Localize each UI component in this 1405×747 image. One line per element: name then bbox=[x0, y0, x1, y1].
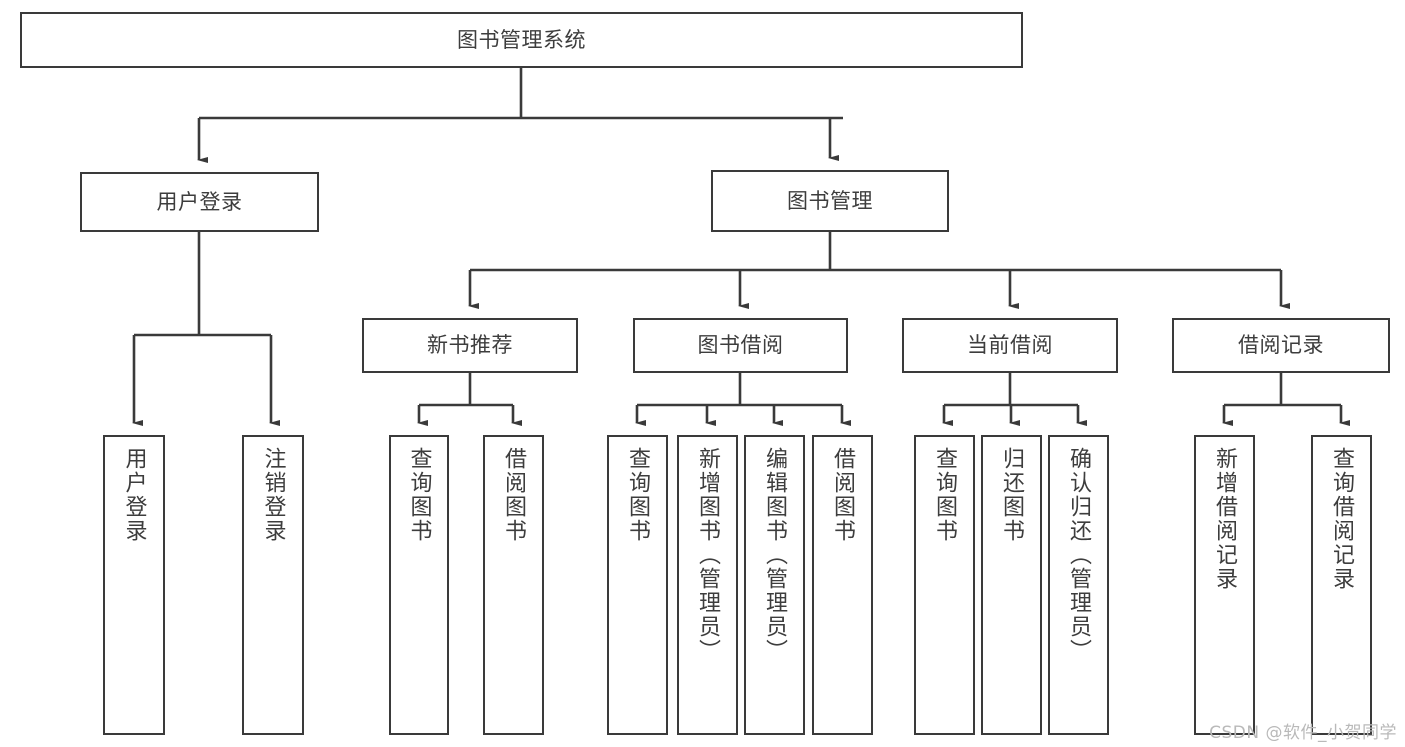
leaf-return-book-label: 归还图书 bbox=[999, 447, 1025, 543]
leaf-query-borrow-record[interactable]: 查询借阅记录 bbox=[1311, 435, 1372, 735]
leaf-add-borrow-record[interactable]: 新增借阅记录 bbox=[1194, 435, 1255, 735]
node-borrow-record-label: 借阅记录 bbox=[1238, 333, 1324, 358]
leaf-query-book-current-label: 查询图书 bbox=[932, 447, 958, 543]
leaf-borrow-book-recommend-label: 借阅图书 bbox=[501, 447, 527, 543]
watermark: CSDN @软件_小贺同学 bbox=[1209, 723, 1397, 743]
leaf-add-book-admin[interactable]: 新增图书（管理员） bbox=[677, 435, 738, 735]
leaf-edit-book-admin-label: 编辑图书（管理员） bbox=[762, 447, 788, 663]
leaf-add-borrow-record-label: 新增借阅记录 bbox=[1212, 447, 1238, 591]
leaf-query-book-recommend-label: 查询图书 bbox=[406, 447, 432, 543]
node-new-book-recommend[interactable]: 新书推荐 bbox=[362, 318, 578, 373]
node-current-borrow-label: 当前借阅 bbox=[967, 333, 1053, 358]
node-new-book-recommend-label: 新书推荐 bbox=[427, 333, 513, 358]
node-book-management[interactable]: 图书管理 bbox=[711, 170, 949, 232]
node-book-management-label: 图书管理 bbox=[787, 188, 873, 213]
leaf-query-book-borrow-label: 查询图书 bbox=[625, 447, 651, 543]
node-root-label: 图书管理系统 bbox=[457, 27, 586, 52]
leaf-logout-label: 注销登录 bbox=[260, 447, 286, 543]
leaf-logout[interactable]: 注销登录 bbox=[242, 435, 304, 735]
leaf-borrow-book[interactable]: 借阅图书 bbox=[812, 435, 873, 735]
leaf-query-borrow-record-label: 查询借阅记录 bbox=[1329, 447, 1355, 591]
node-user-login-label: 用户登录 bbox=[156, 189, 243, 214]
leaf-user-login[interactable]: 用户登录 bbox=[103, 435, 165, 735]
leaf-return-book[interactable]: 归还图书 bbox=[981, 435, 1042, 735]
leaf-confirm-return-admin-label: 确认归还（管理员） bbox=[1066, 447, 1092, 663]
leaf-borrow-book-recommend[interactable]: 借阅图书 bbox=[483, 435, 544, 735]
leaf-edit-book-admin[interactable]: 编辑图书（管理员） bbox=[744, 435, 805, 735]
leaf-query-book-recommend[interactable]: 查询图书 bbox=[389, 435, 449, 735]
leaf-confirm-return-admin[interactable]: 确认归还（管理员） bbox=[1048, 435, 1109, 735]
leaf-user-login-label: 用户登录 bbox=[121, 447, 147, 543]
leaf-borrow-book-label: 借阅图书 bbox=[830, 447, 856, 543]
node-current-borrow[interactable]: 当前借阅 bbox=[902, 318, 1118, 373]
node-root[interactable]: 图书管理系统 bbox=[20, 12, 1023, 68]
node-borrow-record[interactable]: 借阅记录 bbox=[1172, 318, 1390, 373]
node-book-borrow-label: 图书借阅 bbox=[697, 333, 784, 358]
leaf-query-book-borrow[interactable]: 查询图书 bbox=[607, 435, 668, 735]
node-user-login[interactable]: 用户登录 bbox=[80, 172, 319, 232]
leaf-query-book-current[interactable]: 查询图书 bbox=[914, 435, 975, 735]
node-book-borrow[interactable]: 图书借阅 bbox=[633, 318, 848, 373]
leaf-add-book-admin-label: 新增图书（管理员） bbox=[695, 447, 721, 663]
